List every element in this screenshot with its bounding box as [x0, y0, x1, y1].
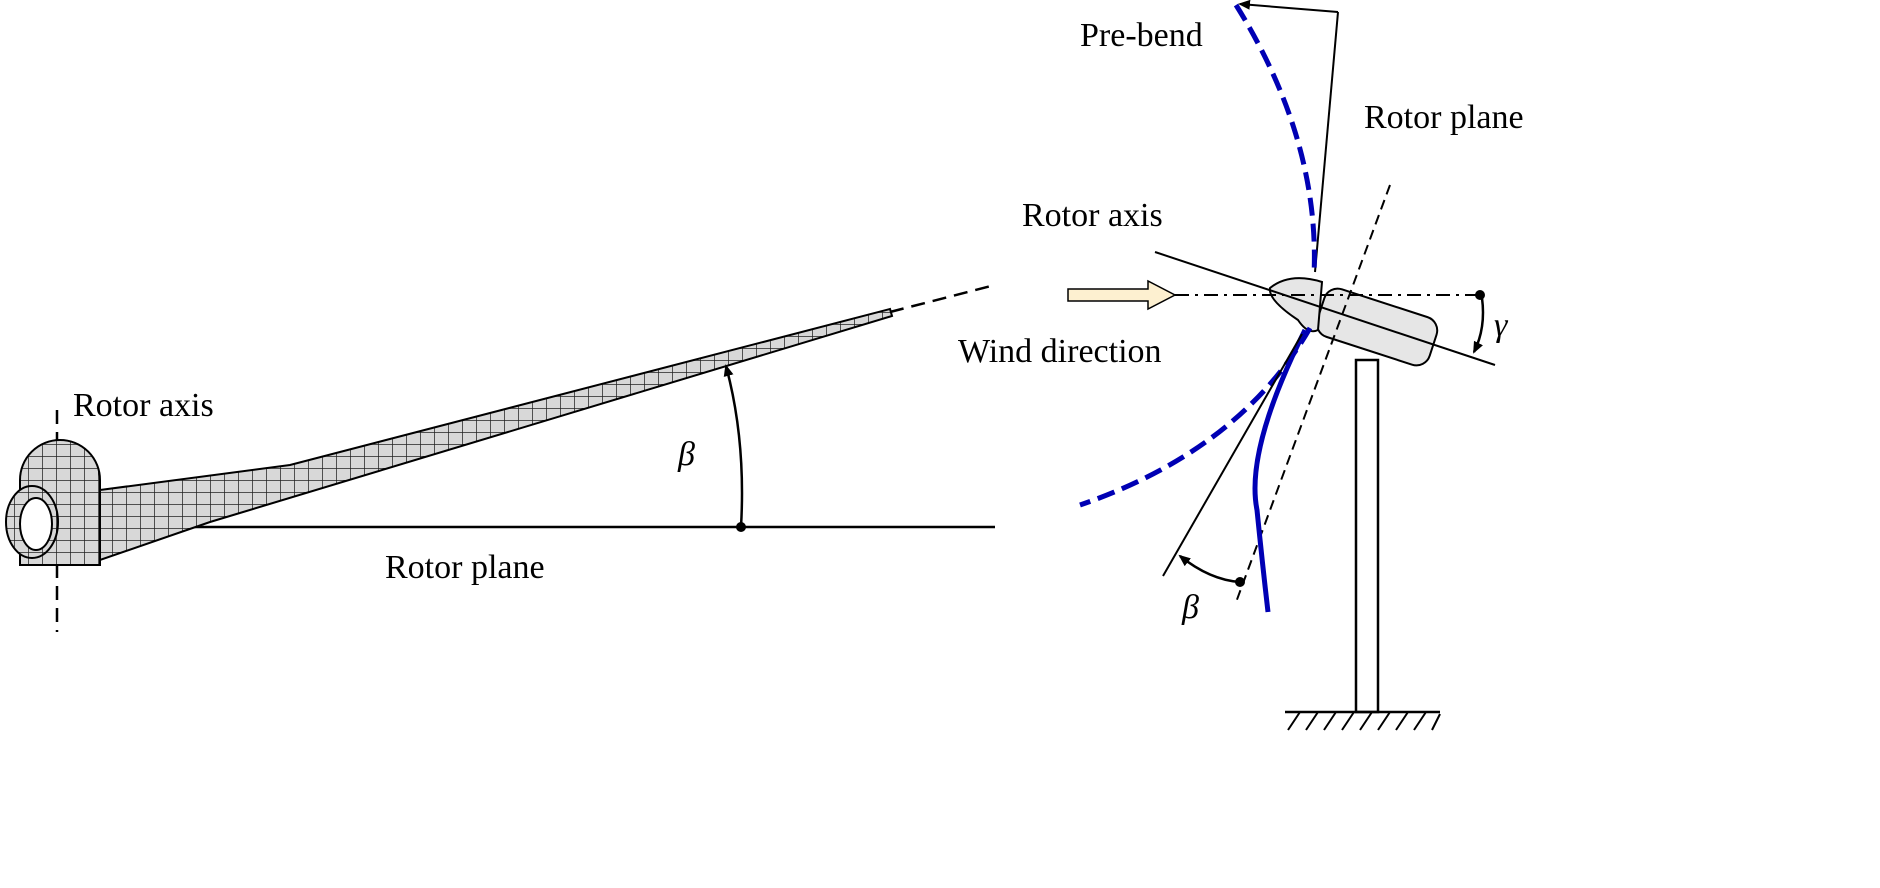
ground-hatch	[1287, 711, 1441, 731]
blade-deflected	[1252, 328, 1308, 613]
blade-axis-extension	[889, 283, 996, 314]
beta-angle-arc-right	[1178, 554, 1241, 584]
wind-arrow-icon	[1067, 279, 1177, 311]
gamma-angle-arc	[1472, 297, 1485, 354]
rotor-plane-label: Rotor plane	[385, 549, 545, 586]
blade-prebend-upper	[1233, 3, 1317, 276]
right-figure: Pre-bend Rotor plane Rotor axis Wind dir…	[958, 0, 1524, 731]
beta-angle-arc	[723, 364, 744, 528]
blade	[99, 307, 894, 562]
cone-reference-line	[1162, 333, 1303, 577]
rotor-axis-label: Rotor axis	[73, 387, 214, 424]
gamma-label: γ	[1494, 307, 1509, 344]
pre-bend-label: Pre-bend	[1080, 17, 1203, 54]
nacelle	[1315, 287, 1439, 367]
rotor-plane-label-right: Rotor plane	[1364, 99, 1524, 136]
beta-label-right: β	[1181, 589, 1199, 626]
pre-bend-reference-line	[1314, 11, 1339, 273]
hub-mesh	[5, 439, 101, 566]
left-figure: Rotor axis Rotor plane β	[5, 283, 996, 632]
pre-bend-arrow	[1238, 0, 1339, 13]
wind-direction-label: Wind direction	[958, 333, 1162, 370]
tower	[1354, 358, 1380, 714]
beta-label: β	[677, 436, 695, 473]
rotor-axis-label-right: Rotor axis	[1022, 197, 1163, 234]
rotor-axis-line-right	[1154, 251, 1496, 366]
